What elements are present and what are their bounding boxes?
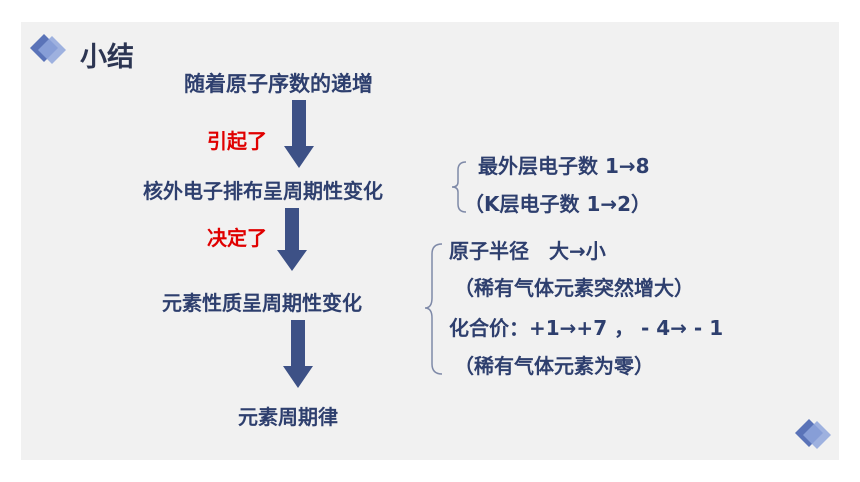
- flow-step-2: 核外电子排布呈周期性变化: [143, 179, 383, 203]
- flow-link-1: 引起了: [207, 129, 267, 153]
- branch2-line-3: 化合价：+1→+7 ， - 4→ - 1: [449, 316, 724, 340]
- left-brace-icon-2: [424, 243, 443, 375]
- branch2-line-2: （稀有气体元素突然增大）: [454, 276, 694, 300]
- slide-background: [21, 22, 839, 460]
- flow-step-3: 元素性质呈周期性变化: [162, 291, 362, 315]
- left-brace-icon-1: [451, 161, 467, 213]
- down-arrow-icon-2: [277, 208, 307, 271]
- page-title: 小结: [80, 42, 134, 73]
- flow-link-2: 决定了: [207, 226, 267, 250]
- branch1-line-2: （K层电子数 1→2）: [464, 192, 652, 216]
- branch2-line-4: （稀有气体元素为零）: [454, 354, 654, 378]
- branch2-line-1: 原子半径 大→小: [449, 239, 606, 263]
- flow-step-1: 随着原子序数的递增: [184, 72, 373, 96]
- branch1-line-1: 最外层电子数 1→8: [478, 154, 650, 178]
- diamond-decoration-icon: [795, 419, 831, 449]
- down-arrow-icon-1: [284, 100, 314, 168]
- flow-step-4: 元素周期律: [238, 405, 338, 429]
- down-arrow-icon-3: [283, 320, 313, 388]
- diamond-bullet-icon: [30, 34, 66, 64]
